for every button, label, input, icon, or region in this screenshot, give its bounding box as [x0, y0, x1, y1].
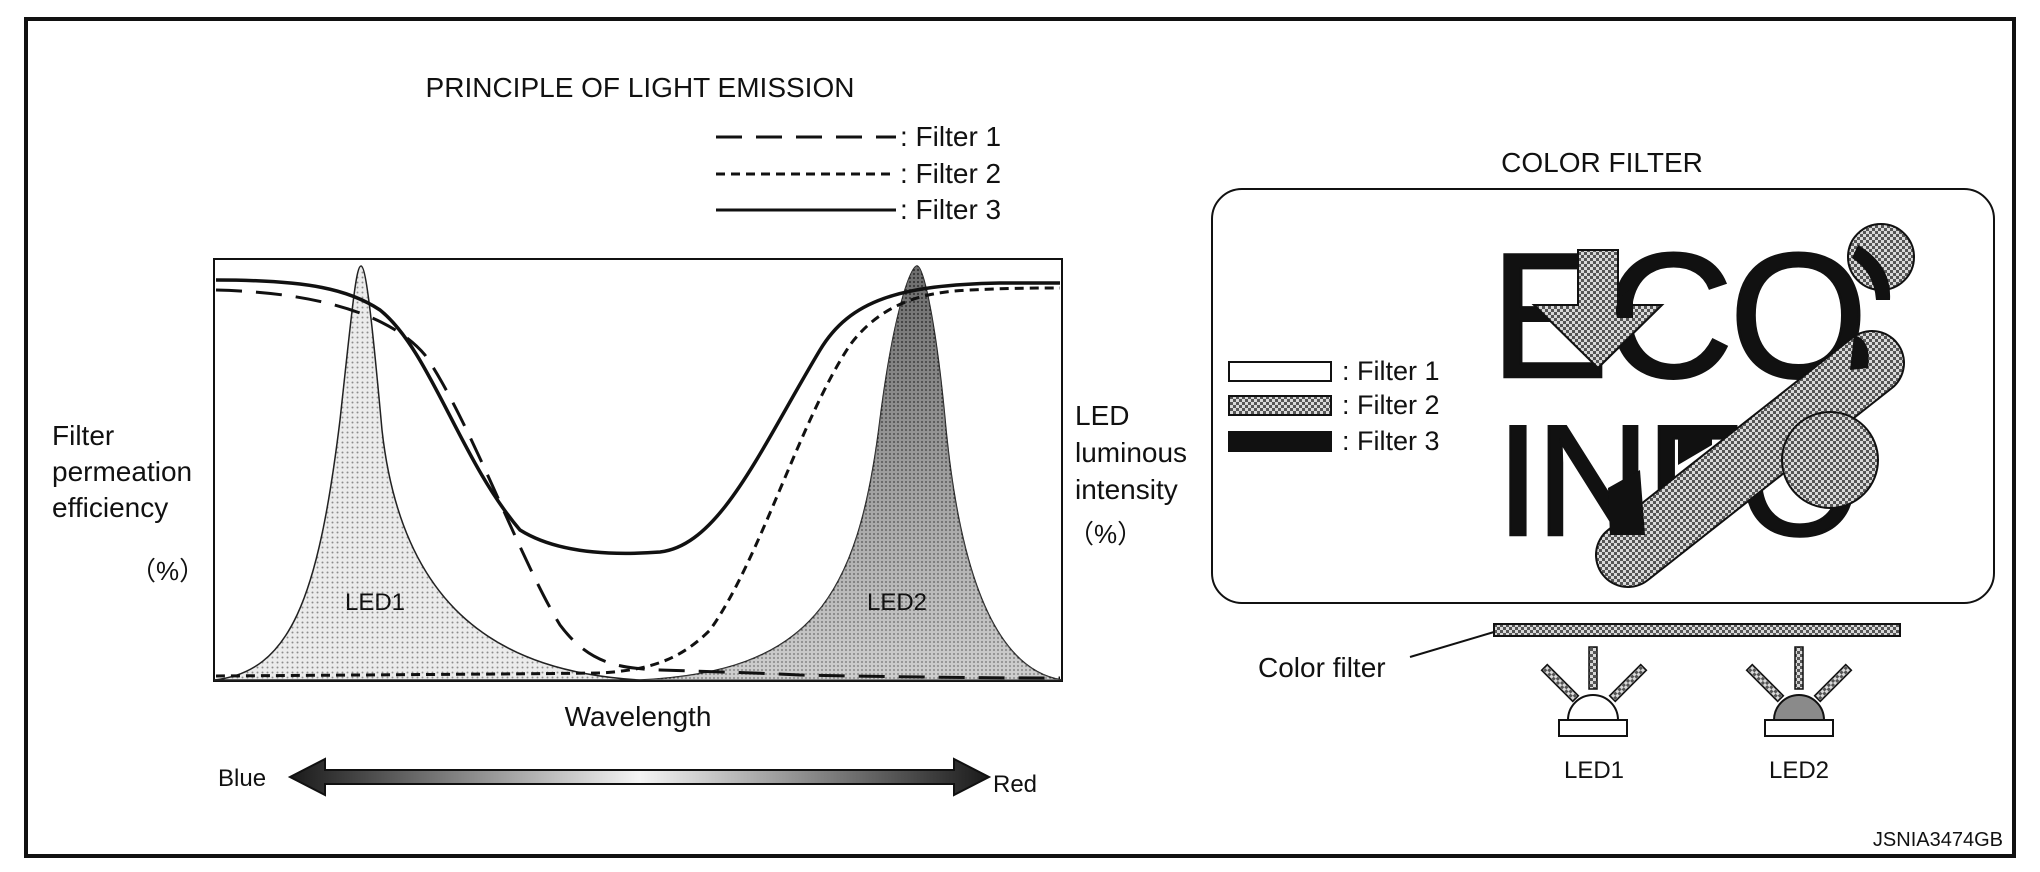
fill-legend: : Filter 1 : Filter 2 : Filter 3: [1228, 356, 1440, 456]
panel-title-light-emission: PRINCIPLE OF LIGHT EMISSION: [426, 72, 855, 103]
legend-label-filter-3: : Filter 3: [900, 194, 1001, 225]
legend-fill-label-filter-2: : Filter 2: [1342, 390, 1440, 420]
right-axis-label: LED luminous intensity （%）: [1068, 400, 1187, 549]
left-axis-label-line-3: efficiency: [52, 492, 168, 523]
figure-frame: [24, 17, 2016, 858]
filter-3-curve: [215, 278, 1060, 556]
x-axis-label: Wavelength: [565, 701, 712, 732]
led1-lamp: LED1: [1540, 646, 1648, 784]
filter-1-curve: [215, 288, 1061, 680]
filter-3-mark-f: [1678, 425, 1712, 465]
filter-3-mark-n: [1608, 470, 1645, 535]
filter-3-overlays: [1608, 245, 1891, 535]
spectrum-arrow: Blue Red: [218, 757, 1037, 798]
legend-label-filter-2: : Filter 2: [900, 158, 1001, 189]
legend-fill-hatched: [1228, 395, 1332, 416]
led1-ray-center: [1588, 646, 1598, 690]
filter-2-ring-o: [1781, 411, 1879, 509]
filter-3-mark-c: [1615, 290, 1633, 318]
filter-3-mark-o-top: [1852, 245, 1891, 300]
led1-emission-peak: [213, 265, 641, 681]
led2-ray-right: [1813, 663, 1853, 703]
led2-base: [1764, 719, 1834, 737]
led2-ray-left: [1745, 663, 1785, 703]
led2-peak-texture: [640, 266, 1062, 680]
legend-fill-white: [1228, 361, 1332, 382]
legend-fill-label-filter-1: : Filter 1: [1342, 356, 1440, 386]
right-axis-unit: （%）: [1068, 519, 1143, 549]
led2-lamp: LED2: [1745, 646, 1853, 784]
right-axis-label-line-1: LED: [1075, 400, 1129, 431]
legend-fill-label-filter-3: : Filter 3: [1342, 426, 1440, 456]
legend-label-filter-1: : Filter 1: [900, 121, 1001, 152]
color-filter-strip: [1493, 623, 1901, 637]
left-axis-label-line-2: permeation: [52, 456, 192, 487]
color-filter-label: Color filter: [1258, 652, 1386, 683]
light-emission-panel: PRINCIPLE OF LIGHT EMISSION : Filter 1 :…: [52, 72, 1187, 798]
filter-2-bar-long-fill: [1597, 332, 1903, 586]
legend-fill-black: [1228, 431, 1332, 452]
plot-led2-label: LED2: [867, 589, 927, 616]
led1-label: LED1: [1564, 757, 1624, 784]
color-filter-panel: COLOR FILTER ECO INFO : Filter 1 : Filte…: [1211, 147, 1995, 784]
display-panel: [1211, 188, 1995, 604]
led1-ray-left: [1540, 663, 1580, 703]
led2-ray-center: [1794, 646, 1804, 690]
plot-led1-label: LED1: [345, 589, 405, 616]
filter-3-mark-o-bottom: [1850, 335, 1869, 370]
left-axis-label: Filter permeation efficiency （%）: [52, 420, 205, 586]
led1-dome: [1566, 694, 1620, 721]
line-legend: : Filter 1 : Filter 2 : Filter 3: [716, 121, 1001, 225]
color-filter-leader-line: [1409, 631, 1495, 658]
figure-id: JSNIA3474GB: [1873, 829, 2003, 851]
led1-base: [1558, 719, 1628, 737]
filter-2-arrow-symbol: [1531, 249, 1665, 370]
right-axis-label-line-2: luminous: [1075, 437, 1187, 468]
led2-dome: [1772, 694, 1826, 721]
left-axis-unit: （%）: [130, 556, 205, 586]
spectrum-blue-label: Blue: [218, 765, 266, 792]
filter-2-overlays: [1531, 223, 1915, 588]
spectrum-double-arrow: [287, 757, 992, 797]
right-axis-label-line-3: intensity: [1075, 474, 1178, 505]
spectrum-red-label: Red: [993, 771, 1037, 798]
filter-2-curve: [215, 286, 1061, 678]
led1-ray-right: [1608, 663, 1648, 703]
left-axis-label-line-1: Filter: [52, 420, 114, 451]
panel-title-color-filter: COLOR FILTER: [1501, 147, 1703, 178]
led2-label: LED2: [1769, 757, 1829, 784]
